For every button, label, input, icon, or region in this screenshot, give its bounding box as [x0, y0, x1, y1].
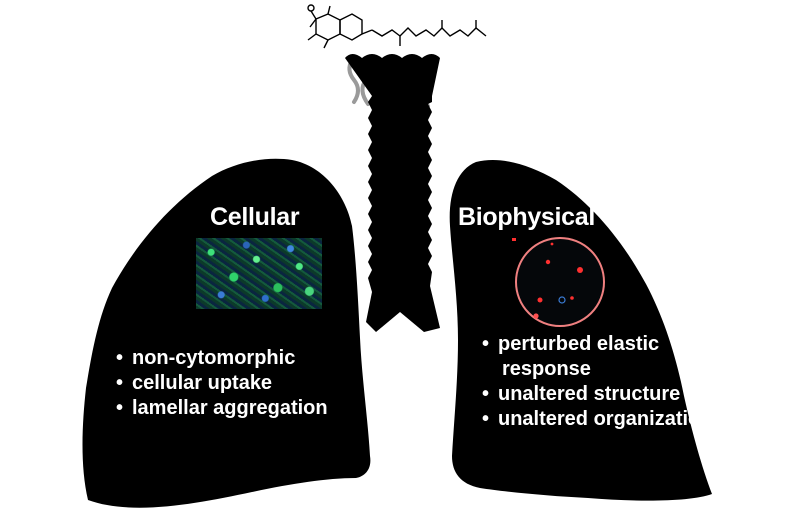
- red-marker: [512, 238, 516, 241]
- list-item: non-cytomorphic: [116, 346, 328, 371]
- biophysical-heading: Biophysical: [458, 203, 596, 231]
- list-item: unaltered organization: [482, 407, 712, 432]
- list-item-line: unaltered structure: [498, 383, 681, 405]
- list-item: cellular uptake: [116, 371, 328, 396]
- list-item: lamellar aggregation: [116, 396, 328, 421]
- list-item-line: unaltered organization: [498, 408, 713, 430]
- list-item: unaltered structure: [482, 382, 712, 407]
- cellular-heading: Cellular: [210, 203, 300, 231]
- molecule-structure-icon: [307, 4, 487, 49]
- list-item: perturbed elastic response: [482, 332, 712, 382]
- cellular-bullet-list: non-cytomorphic cellular uptake lamellar…: [116, 346, 328, 421]
- list-item-line: response: [502, 358, 591, 380]
- cellular-micrograph: [196, 238, 322, 309]
- list-item-line: perturbed elastic: [498, 333, 660, 355]
- biophysical-image: [515, 237, 605, 327]
- trachea: [345, 54, 440, 332]
- biophysical-bullet-list: perturbed elastic response unaltered str…: [482, 332, 712, 432]
